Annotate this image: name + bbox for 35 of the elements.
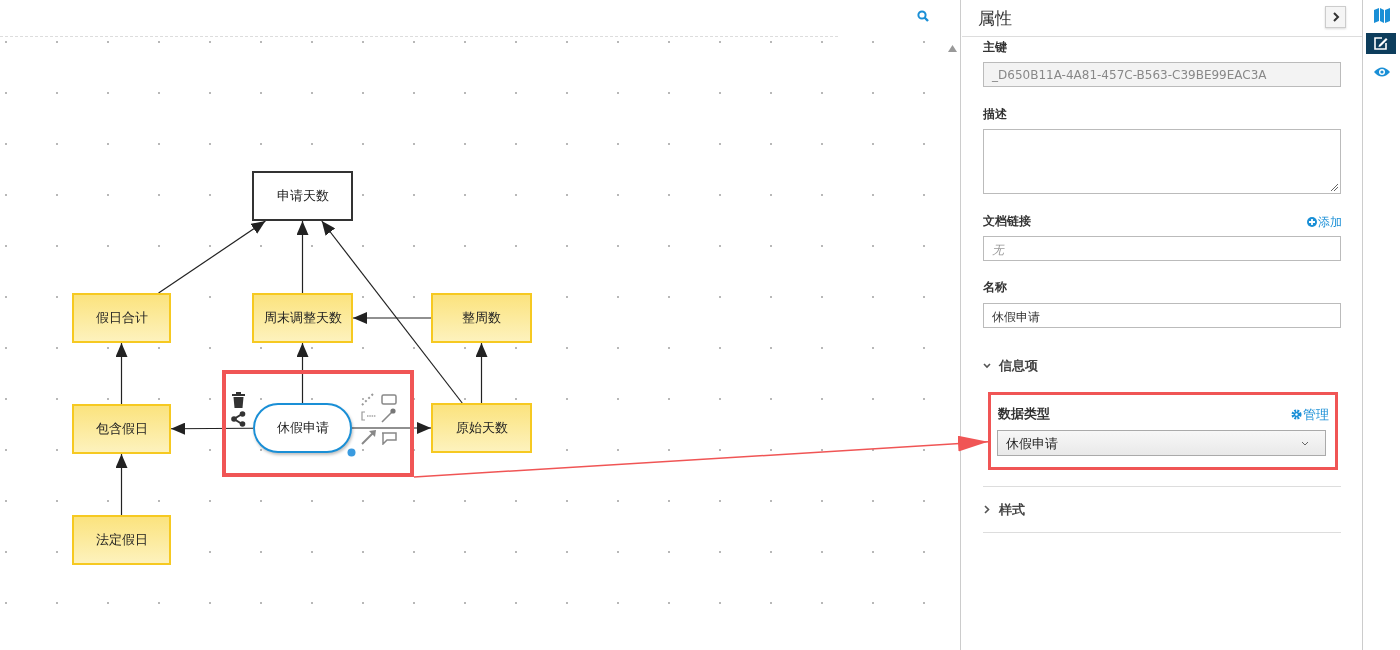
selected-node: 休假申请 bbox=[253, 403, 352, 453]
manage-link: 管理 bbox=[1291, 406, 1329, 424]
highlight-box bbox=[222, 370, 414, 477]
process-box: 周末调整天数 bbox=[252, 293, 353, 343]
field-label: 文档链接 bbox=[983, 213, 1031, 230]
field-label: 描述 bbox=[983, 106, 1007, 123]
arrow bbox=[351, 422, 432, 434]
arrow bbox=[475, 342, 488, 404]
arrow bbox=[170, 422, 254, 435]
result-box: 申请天数 bbox=[252, 171, 353, 221]
input-field: 无 bbox=[983, 236, 1341, 261]
field-label: 主键 bbox=[983, 39, 1007, 56]
process-box: 假日合计 bbox=[72, 293, 171, 343]
input-field: 休假申请 bbox=[983, 303, 1341, 328]
arrow bbox=[296, 220, 309, 294]
field-label: 数据类型 bbox=[998, 405, 1050, 423]
process-box: 法定假日 bbox=[72, 515, 171, 565]
select-dropdown: 休假申请 bbox=[997, 430, 1326, 456]
arrow bbox=[413, 435, 989, 478]
arrow bbox=[158, 220, 266, 294]
highlight-box bbox=[988, 392, 1338, 470]
arrow bbox=[321, 220, 463, 404]
arrow bbox=[115, 453, 128, 516]
arrow bbox=[352, 312, 432, 324]
section-heading: 样式 bbox=[999, 501, 1025, 519]
process-box: 包含假日 bbox=[72, 404, 171, 454]
process-box: 原始天数 bbox=[431, 403, 532, 453]
arrow bbox=[115, 342, 128, 405]
field-label: 名称 bbox=[983, 279, 1007, 296]
process-box: 整周数 bbox=[431, 293, 532, 343]
section-heading: 信息项 bbox=[999, 357, 1038, 375]
panel-title: 属性 bbox=[978, 7, 1012, 30]
input-field: _D650B11A-4A81-457C-B563-C39BE99EAC3A bbox=[983, 62, 1341, 87]
add-link: 添加 bbox=[1307, 214, 1342, 231]
arrow bbox=[296, 342, 309, 404]
